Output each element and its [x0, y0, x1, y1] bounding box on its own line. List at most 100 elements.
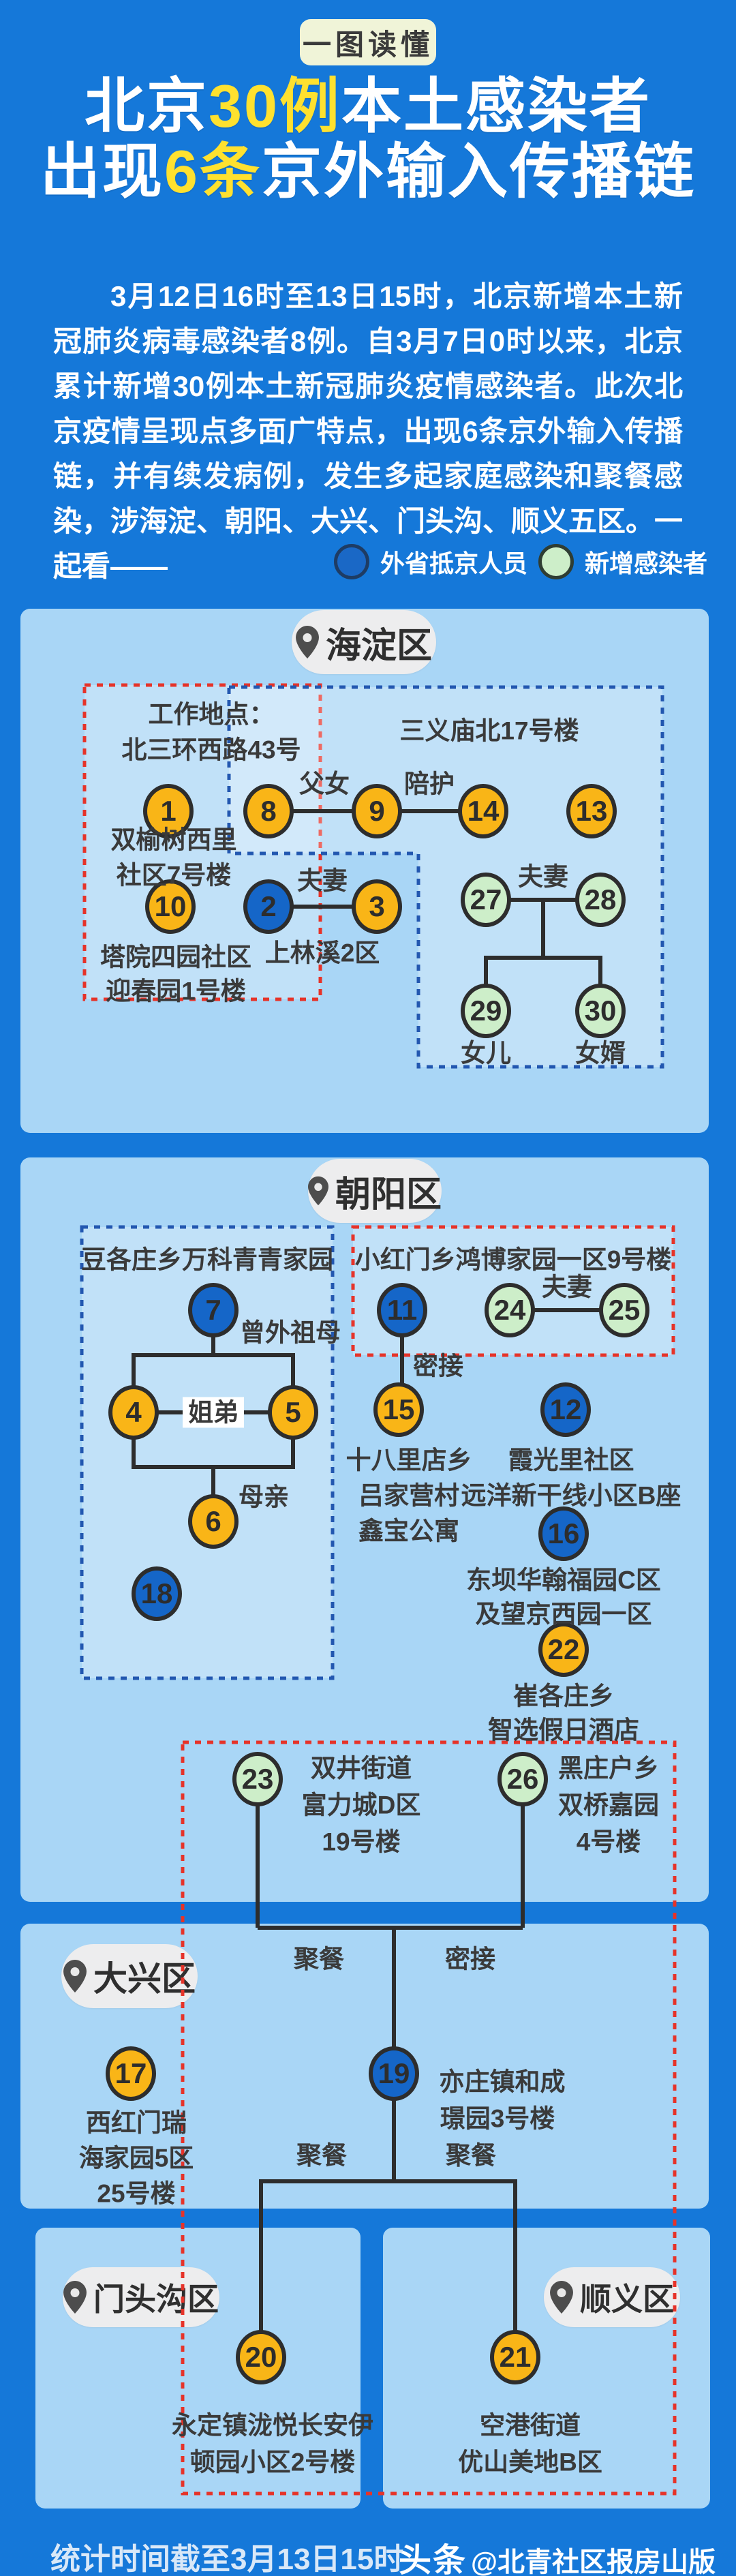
case-node-30: 30: [575, 984, 626, 1038]
legend-label: 新增感染者: [584, 549, 707, 577]
case-node-16: 16: [538, 1506, 589, 1561]
diagram-label: 密接: [413, 1352, 463, 1380]
diagram-label: 工作地点：: [148, 700, 275, 729]
title-segment: 出现: [40, 138, 165, 205]
district-pill-chaoyang: 朝阳区: [308, 1159, 442, 1223]
legend-label: 外省抵京人员: [380, 549, 527, 577]
location-pin-icon: [296, 626, 319, 658]
case-node-20: 20: [236, 2330, 286, 2384]
diagram-label: 吕家营村: [358, 1481, 459, 1510]
location-pin-icon: [550, 2281, 573, 2314]
diagram-label: 崔各庄乡: [513, 1682, 614, 1710]
diagram-label: 25号楼: [97, 2179, 176, 2208]
title-segment: 本土感染者: [341, 72, 651, 140]
diagram-label: 聚餐: [296, 2141, 347, 2170]
diagram-label: 双井街道: [311, 1754, 412, 1783]
case-node-10: 10: [145, 879, 196, 934]
case-node-15: 15: [373, 1382, 424, 1437]
district-pill-label: 海淀区: [325, 626, 432, 666]
diagram-label: 密接: [445, 1945, 495, 1973]
case-node-13: 13: [566, 784, 617, 838]
case-node-28: 28: [575, 873, 626, 927]
diagram-label: 优山美地B区: [458, 2448, 602, 2476]
district-pill-haidian: 海淀区: [292, 610, 436, 674]
diagram-label: 母亲: [239, 1483, 289, 1511]
diagram-label: 海家园5区: [78, 2144, 194, 2172]
diagram-label: 北三环西路43号: [121, 736, 301, 764]
case-node-18: 18: [132, 1566, 182, 1621]
diagram-label: 黑庄户乡: [558, 1754, 659, 1783]
case-node-1: 1: [143, 784, 194, 838]
district-pill-daxing: 大兴区: [61, 1944, 198, 2008]
diagram-label: 十八里店乡: [346, 1446, 472, 1474]
case-node-26: 26: [497, 1752, 548, 1806]
case-node-3: 3: [352, 879, 402, 934]
case-node-4: 4: [108, 1385, 159, 1440]
district-pill-label: 顺义区: [580, 2282, 674, 2317]
case-node-19: 19: [369, 2046, 419, 2101]
title-segment: 北京: [85, 72, 209, 140]
case-node-9: 9: [352, 784, 402, 838]
case-node-25: 25: [599, 1283, 649, 1337]
district-pill-shunyi: 顺义区: [544, 2267, 680, 2327]
diagram-label: 父女: [299, 770, 350, 798]
diagram-label: 西红门瑞: [86, 2108, 187, 2137]
title-segment: 30例: [209, 72, 341, 140]
legend-dot-icon: [333, 544, 369, 579]
watermark-logo: 头条: [398, 2543, 467, 2576]
diagram-label: 塔院四园社区: [100, 943, 251, 971]
diagram-label: 远洋新干线小区B座: [461, 1481, 681, 1510]
diagram-label: 女婿: [575, 1039, 626, 1067]
diagram-label: 迎春园1号楼: [106, 977, 246, 1005]
diagram-label: 4号楼: [576, 1828, 641, 1856]
diagram-label: 双桥嘉园: [558, 1791, 659, 1819]
case-node-7: 7: [188, 1283, 239, 1337]
intro-paragraph: 3月12日16时至13日15时，北京新增本土新冠肺炎病毒感染者8例。自3月7日0…: [53, 280, 684, 582]
diagram-label: 璟园3号楼: [440, 2104, 555, 2133]
case-node-24: 24: [485, 1283, 535, 1337]
diagram-label: 小红门乡鸿博家园一区9号楼: [354, 1245, 672, 1274]
diagram-label: 顿园小区2号楼: [189, 2448, 356, 2476]
diagram-label: 东坝华翰福园C区: [466, 1566, 661, 1594]
case-node-21: 21: [490, 2330, 540, 2384]
case-node-17: 17: [106, 2046, 156, 2101]
watermark: 头条 @北青社区报房山版: [399, 2533, 716, 2576]
case-node-2: 2: [243, 879, 294, 934]
title-line-1: 北京30例本土感染者: [0, 76, 736, 136]
location-pin-icon: [63, 2281, 87, 2314]
case-node-22: 22: [538, 1622, 589, 1677]
case-node-5: 5: [268, 1385, 318, 1440]
title-segment: 京外输入传播链: [261, 138, 696, 205]
relation-chip: 姐弟: [183, 1397, 244, 1428]
case-node-29: 29: [461, 984, 511, 1038]
watermark-handle: @北青社区报房山版: [470, 2547, 716, 2576]
district-pill-mentougou: 门头沟区: [63, 2267, 219, 2327]
diagram-label: 曾外祖母: [240, 1318, 341, 1347]
diagram-label: 鑫宝公寓: [358, 1517, 459, 1545]
footer-note: 统计时间截至3月13日15时: [50, 2543, 404, 2576]
case-node-8: 8: [243, 784, 294, 838]
case-node-11: 11: [377, 1283, 427, 1337]
legend: 外省抵京人员 新增感染者: [333, 544, 707, 579]
case-node-12: 12: [540, 1382, 591, 1437]
diagram-label: 夫妻: [297, 866, 348, 895]
district-pill-label: 大兴区: [93, 1960, 196, 1998]
diagram-label: 亦庄镇和成: [439, 2067, 566, 2096]
diagram-label: 及望京西园一区: [475, 1600, 652, 1628]
diagram-label: 女儿: [461, 1039, 511, 1067]
case-node-6: 6: [188, 1494, 239, 1549]
diagram-label: 智选假日酒店: [488, 1716, 639, 1744]
diagram-label: 富力城D区: [301, 1791, 421, 1819]
diagram-label: 19号楼: [322, 1828, 401, 1856]
diagram-label: 空港街道: [480, 2411, 581, 2440]
case-node-23: 23: [232, 1752, 283, 1806]
diagram-label: 霞光里社区: [508, 1446, 634, 1474]
diagram-label: 上林溪2区: [264, 939, 380, 967]
case-node-27: 27: [461, 873, 511, 927]
diagram-label: 夫妻: [542, 1273, 592, 1301]
header-badge: 一图读懂: [300, 19, 436, 65]
diagram-label: 三义庙北17号楼: [399, 716, 579, 745]
title-segment: 6条: [164, 138, 262, 205]
district-pill-label: 门头沟区: [93, 2282, 219, 2317]
